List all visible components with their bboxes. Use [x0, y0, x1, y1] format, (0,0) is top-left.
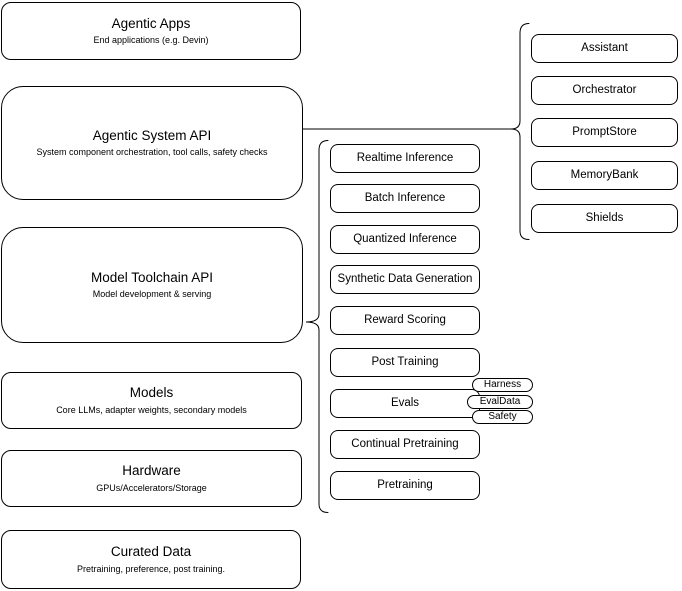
node-subtitle: GPUs/Accelerators/Storage [96, 482, 207, 493]
curly-brace-system-components [510, 23, 530, 240]
node-model-toolchain-api: Model Toolchain API Model development & … [1, 227, 303, 343]
node-title: Model Toolchain API [90, 269, 214, 285]
node-memorybank: MemoryBank [531, 161, 678, 190]
node-title: Agentic System API [92, 127, 212, 143]
node-evals: Evals [330, 389, 480, 418]
node-hardware: Hardware GPUs/Accelerators/Storage [1, 450, 302, 507]
node-subtitle: End applications (e.g. Devin) [93, 35, 209, 46]
tag-safety: Safety [472, 410, 533, 424]
node-subtitle: Core LLMs, adapter weights, secondary mo… [56, 404, 247, 415]
node-title: Curated Data [110, 544, 192, 560]
node-continual-pretraining: Continual Pretraining [330, 430, 480, 459]
node-post-training: Post Training [330, 348, 480, 377]
node-agentic-system-api: Agentic System API System component orch… [1, 86, 303, 200]
tag-harness: Harness [472, 378, 533, 392]
curly-brace-toolchain-components [305, 140, 329, 513]
node-pretraining: Pretraining [330, 471, 480, 500]
node-models: Models Core LLMs, adapter weights, secon… [1, 372, 302, 429]
node-subtitle: Model development & serving [92, 289, 212, 300]
node-title: Agentic Apps [111, 15, 191, 31]
node-quantized-inference: Quantized Inference [330, 225, 480, 254]
node-agentic-apps: Agentic Apps End applications (e.g. Devi… [1, 2, 301, 60]
node-promptstore: PromptStore [531, 118, 678, 147]
node-subtitle: System component orchestration, tool cal… [36, 147, 268, 158]
node-curated-data: Curated Data Pretraining, preference, po… [1, 530, 301, 589]
node-shields: Shields [531, 204, 678, 233]
node-batch-inference: Batch Inference [330, 184, 480, 213]
node-title: Hardware [122, 463, 181, 479]
node-assistant: Assistant [531, 34, 678, 63]
node-subtitle: Pretraining, preference, post training. [76, 563, 226, 574]
node-realtime-inference: Realtime Inference [330, 144, 480, 173]
node-synthetic-data-generation: Synthetic Data Generation [330, 265, 480, 294]
node-orchestrator: Orchestrator [531, 76, 678, 105]
node-title: Models [129, 385, 174, 401]
node-reward-scoring: Reward Scoring [330, 306, 480, 335]
tag-evaldata: EvalData [467, 395, 533, 409]
